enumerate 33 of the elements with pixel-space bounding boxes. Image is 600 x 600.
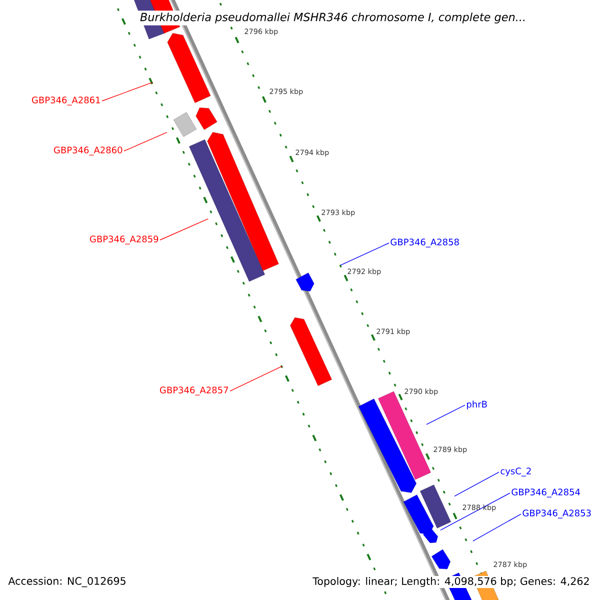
gene-label: GBP346_A2857 [160,386,228,396]
gene-feature [403,494,434,534]
leader-line [340,242,390,266]
leader-line [440,492,510,531]
leader-line [124,132,168,152]
gene-label: phrB [467,400,487,410]
gene-feature [207,132,279,271]
gene-feature [423,528,438,543]
gene-label: GBP346_A2859 [90,236,158,244]
gene-label: GBP346_A2858 [390,238,459,248]
gene-feature [196,108,218,130]
gene-feature [167,33,211,103]
gene-label: GBP346_A2853 [522,510,591,518]
leader-line [160,218,208,240]
leader-line [230,366,283,392]
leader-line [472,514,522,542]
gene-label: GBP346_A2860 [54,146,122,156]
title: Burkholderia pseudomallei MSHR346 chromosome I, complete gen... [138,10,528,26]
gene-label: cysC_2 [500,468,531,476]
gene-feature [432,549,450,570]
leader-line [426,404,466,425]
leader-line [102,82,154,102]
gene-feature [420,484,451,528]
summary-text: Topology: linear; Length: 4,098,576 bp; Genes: 4,262 [312,576,591,588]
leader-line [454,472,500,497]
gene-label: GBP346_A2861 [32,96,100,106]
gene-feature [358,398,416,493]
gene-label: GBP346_A2854 [512,488,580,498]
accession-text: Accession: NC_012695 [7,576,128,588]
gene-feature [290,317,332,386]
gene-feature [173,112,197,137]
gene-feature [296,272,314,292]
gene-feature [189,139,265,282]
